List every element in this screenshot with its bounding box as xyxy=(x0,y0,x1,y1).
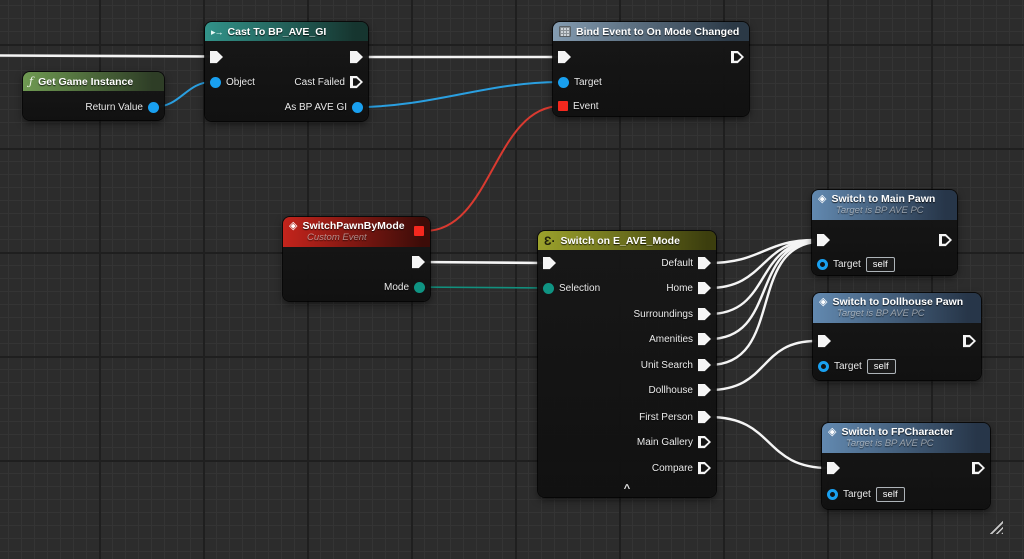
pin-label-amenities: Amenities xyxy=(649,333,693,345)
home-exec-pin[interactable] xyxy=(698,282,711,295)
wire-firstperson-fpcharacter xyxy=(708,415,830,470)
exec-out-pin[interactable] xyxy=(939,234,952,247)
node-title: Switch on E_AVE_Mode xyxy=(560,234,680,247)
target-pin[interactable] xyxy=(818,360,829,372)
function-icon: ƒ xyxy=(29,74,34,88)
node-bind-event[interactable]: Bind Event to On Mode Changed Target Eve… xyxy=(553,22,749,116)
first-person-exec-pin[interactable] xyxy=(698,411,711,424)
pin-label-selection: Selection xyxy=(559,282,601,294)
wire-dollhouse-dollhousepawn xyxy=(708,339,817,392)
pin-label-unit-search: Unit Search xyxy=(640,359,693,371)
wire-asgi-target xyxy=(356,81,561,108)
node-switch-on-e-ave-mode[interactable]: Ɛ· Switch on E_AVE_Mode Selection Defaul… xyxy=(538,231,716,497)
exec-out-pin[interactable] xyxy=(731,51,744,64)
output-delegate-pin[interactable] xyxy=(414,226,424,236)
target-pin[interactable] xyxy=(827,488,838,500)
pin-label-target: Target xyxy=(574,76,602,88)
pin-label-compare: Compare xyxy=(651,462,693,474)
pin-label-target: Target xyxy=(843,488,871,500)
pin-label-target: Target xyxy=(833,258,861,270)
node-title: Switch to FPCharacter xyxy=(841,426,954,438)
wire-exec-in-cast xyxy=(0,54,214,58)
cast-failed-pin[interactable] xyxy=(350,76,363,89)
wire-delegate-event xyxy=(424,105,562,232)
resize-grip[interactable] xyxy=(988,519,1003,534)
pin-label-mode: Mode xyxy=(383,281,409,293)
exec-out-pin[interactable] xyxy=(963,335,976,348)
wire-mode-selection xyxy=(411,286,548,289)
node-switch-to-fpcharacter[interactable]: ◈ Switch to FPCharacter Target is BP AVE… xyxy=(822,423,990,509)
pin-label-default: Default xyxy=(661,257,693,269)
collapse-chevron-icon[interactable]: ^ xyxy=(623,483,631,495)
main-gallery-exec-pin[interactable] xyxy=(698,436,711,449)
node-subtitle: Target is BP AVE PC xyxy=(837,308,925,319)
mode-pin[interactable] xyxy=(414,281,425,293)
node-title: Bind Event to On Mode Changed xyxy=(576,25,740,38)
pin-label-object: Object xyxy=(226,76,255,88)
pin-label-first-person: First Person xyxy=(639,411,693,423)
switch-enum-icon: Ɛ· xyxy=(544,233,556,248)
exec-out-pin[interactable] xyxy=(350,51,363,64)
node-subtitle: Target is BP AVE PC xyxy=(846,438,934,449)
node-title: Switch to Dollhouse Pawn xyxy=(832,296,964,308)
pin-label-cast-failed: Cast Failed xyxy=(294,76,345,88)
amenities-exec-pin[interactable] xyxy=(698,333,711,346)
pin-label-as-bp-ave-gi: As BP AVE GI xyxy=(284,101,347,113)
node-subtitle: Target is BP AVE PC xyxy=(836,205,924,216)
event-diamond-icon: ◈ xyxy=(819,296,828,308)
pin-label-home: Home xyxy=(666,282,693,294)
target-self-field[interactable]: self xyxy=(866,358,896,374)
event-diamond-icon: ◈ xyxy=(828,426,837,438)
node-title: Switch to Main Pawn xyxy=(831,193,936,205)
compare-exec-pin[interactable] xyxy=(698,462,711,475)
node-title: SwitchPawnByMode xyxy=(302,220,405,232)
node-title: Cast To BP_AVE_GI xyxy=(227,25,327,38)
object-pin[interactable] xyxy=(210,76,221,88)
exec-in-pin[interactable] xyxy=(818,335,831,348)
pin-label-target: Target xyxy=(834,360,862,372)
node-get-game-instance[interactable]: ƒ Get Game Instance Return Value xyxy=(23,72,164,120)
dollhouse-exec-pin[interactable] xyxy=(698,384,711,397)
return-value-pin[interactable] xyxy=(148,101,159,113)
pin-label-surroundings: Surroundings xyxy=(633,308,693,320)
node-title: Get Game Instance xyxy=(38,75,134,88)
unit-search-exec-pin[interactable] xyxy=(698,359,711,372)
custom-event-icon: ◈ xyxy=(289,220,298,232)
event-diamond-icon: ◈ xyxy=(818,193,827,205)
surroundings-exec-pin[interactable] xyxy=(698,308,711,321)
wire-default-mainpawn xyxy=(708,238,816,265)
event-delegate-pin[interactable] xyxy=(558,101,568,111)
exec-out-pin[interactable] xyxy=(972,462,985,475)
node-switch-to-main-pawn[interactable]: ◈ Switch to Main Pawn Target is BP AVE P… xyxy=(812,190,957,275)
wire-unitsearch-mainpawn xyxy=(708,240,816,367)
bind-event-icon xyxy=(559,26,571,37)
exec-in-pin[interactable] xyxy=(817,234,830,247)
cast-icon: ▸→ xyxy=(211,26,223,37)
target-pin[interactable] xyxy=(558,76,569,88)
exec-out-pin[interactable] xyxy=(412,256,425,269)
default-exec-pin[interactable] xyxy=(698,257,711,270)
exec-in-pin[interactable] xyxy=(827,462,840,475)
node-switch-to-dollhouse-pawn[interactable]: ◈ Switch to Dollhouse Pawn Target is BP … xyxy=(813,293,981,380)
exec-in-pin[interactable] xyxy=(558,51,571,64)
node-cast-to-bp-ave-gi[interactable]: ▸→ Cast To BP_AVE_GI Object Cast Failed … xyxy=(205,22,368,121)
selection-pin[interactable] xyxy=(543,282,554,294)
target-self-field[interactable]: self xyxy=(875,486,905,502)
node-switchpawnbymode[interactable]: ◈ SwitchPawnByMode Custom Event Mode xyxy=(283,217,430,301)
wire-home-mainpawn xyxy=(708,238,816,290)
target-self-field[interactable]: self xyxy=(865,256,895,272)
pin-label-dollhouse: Dollhouse xyxy=(648,384,693,396)
pin-label-event: Event xyxy=(573,100,599,112)
exec-in-pin[interactable] xyxy=(543,257,556,270)
wire-customevent-switch-exec xyxy=(416,260,547,265)
exec-in-pin[interactable] xyxy=(210,51,223,64)
wire-amenities-mainpawn xyxy=(708,239,816,341)
pin-label-return-value: Return Value xyxy=(85,101,143,113)
pin-label-main-gallery: Main Gallery xyxy=(636,436,693,448)
wire-surroundings-mainpawn xyxy=(708,239,816,316)
target-pin[interactable] xyxy=(817,258,828,270)
as-bp-ave-gi-pin[interactable] xyxy=(352,101,363,113)
node-subtitle: Custom Event xyxy=(307,232,367,243)
